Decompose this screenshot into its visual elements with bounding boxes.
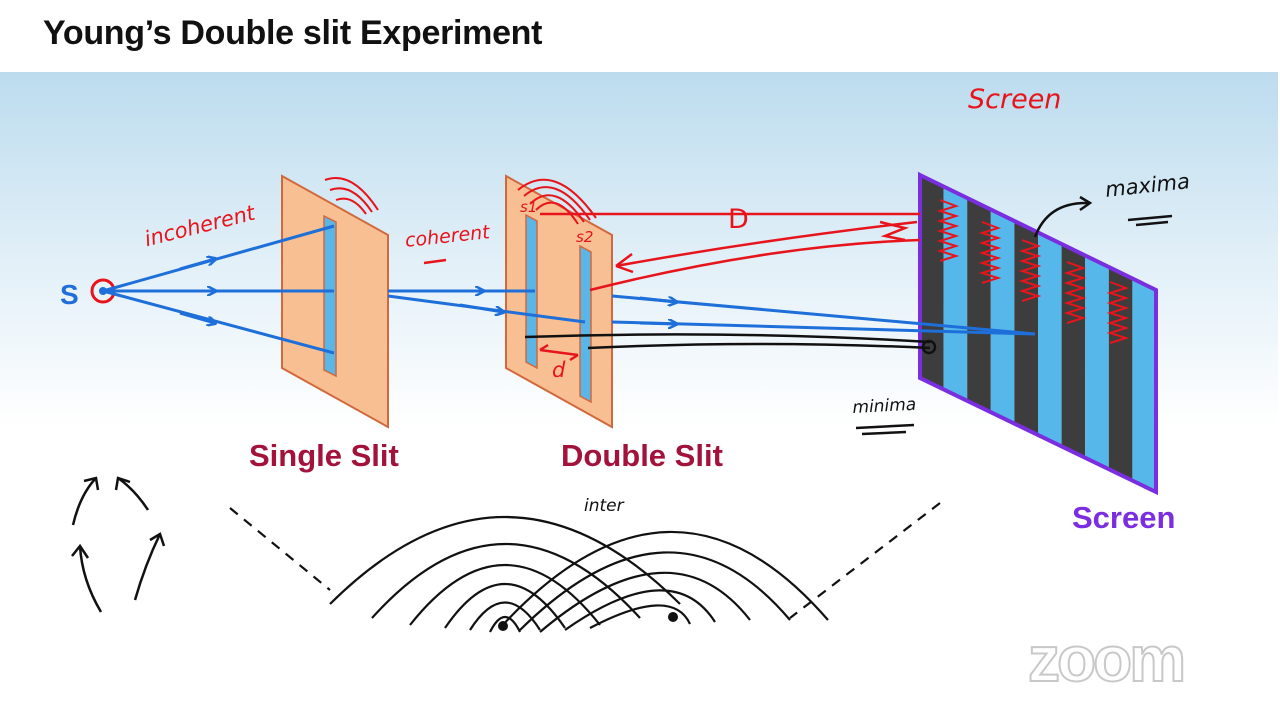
screen-note: Screen [968, 84, 1062, 115]
double-slit-plate [505, 174, 613, 429]
screen-label: Screen [1072, 500, 1176, 535]
dark-fringe [920, 175, 944, 390]
dark-fringe [967, 198, 991, 413]
maxima-mark [1063, 261, 1087, 324]
zoom-watermark: zoom [1027, 622, 1187, 696]
slide-title: Young’s Double slit Experiment [43, 14, 543, 52]
interference-sketch [229, 502, 941, 633]
dark-fringe [1061, 244, 1086, 459]
bright-fringe [990, 209, 1015, 424]
fringe-screen [918, 171, 1158, 496]
black-annotations [524, 195, 1173, 436]
red-annotations [423, 212, 921, 362]
s1-note: s1 [520, 198, 538, 216]
inter-note: inter [584, 496, 624, 516]
bright-fringe [1038, 232, 1062, 447]
title-bar: Young’s Double slit Experiment [0, 0, 1280, 72]
bright-fringe [1132, 278, 1156, 492]
bright-fringe [1085, 255, 1109, 470]
source-label: S [60, 279, 79, 310]
maxima-mark [1106, 281, 1130, 344]
maxima-mark [978, 221, 1002, 284]
point-source-1 [498, 621, 508, 631]
maxima-mark [936, 199, 960, 262]
s2-note: s2 [576, 228, 594, 246]
bright-fringe [943, 186, 968, 401]
slit-gap-note: d [552, 358, 566, 382]
distance-note: D [728, 204, 749, 235]
single-slit-plate [281, 174, 389, 429]
minima-note: minima [852, 394, 917, 418]
double-slit-label: Double Slit [561, 438, 723, 473]
point-source-2 [668, 612, 678, 622]
single-slit-label: Single Slit [249, 438, 399, 473]
sketch-arrows [71, 476, 166, 613]
maxima-mark [1018, 239, 1042, 302]
light-rays [102, 224, 1036, 355]
